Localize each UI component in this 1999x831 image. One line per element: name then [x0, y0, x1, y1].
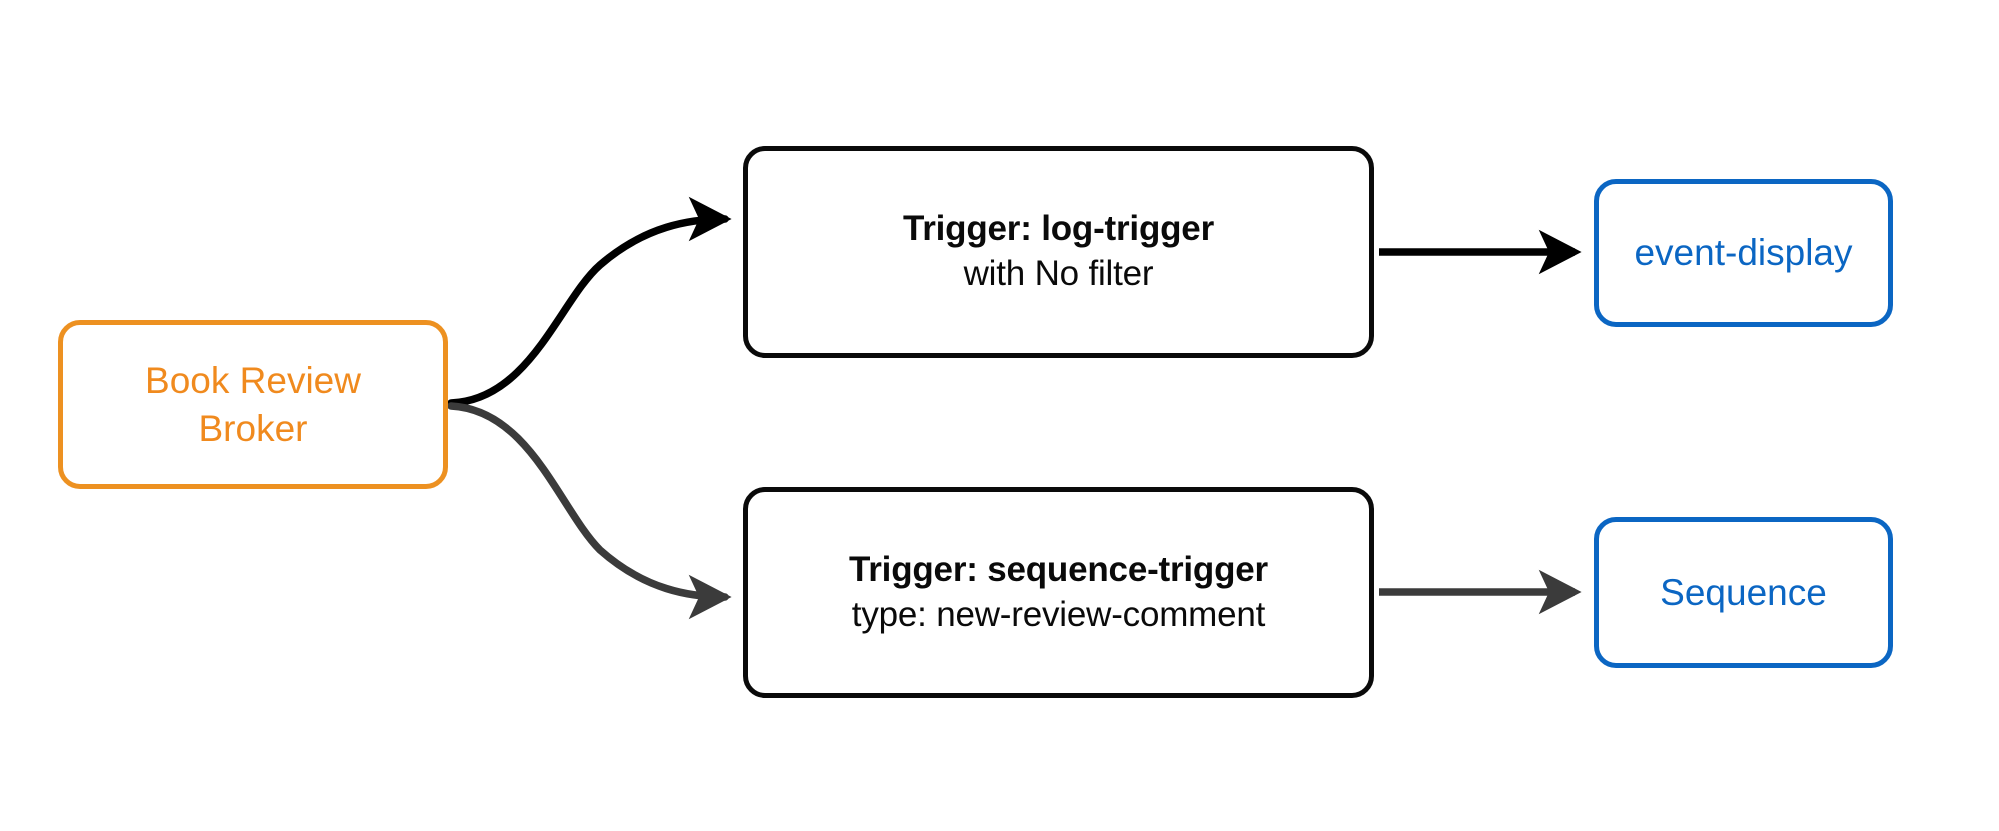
node-sink-sequence[interactable]: Sequence — [1594, 517, 1893, 668]
node-book-review-broker[interactable]: Book Review Broker — [58, 320, 448, 489]
trigger-sequence-subtitle: type: new-review-comment — [851, 594, 1266, 634]
node-trigger-log-trigger[interactable]: Trigger: log-trigger with No filter — [743, 146, 1374, 358]
edge-broker-to-log-trigger — [447, 196, 732, 407]
broker-label-line1: Book Review — [145, 360, 361, 402]
trigger-log-subtitle: with No filter — [963, 254, 1154, 293]
node-sink-event-display[interactable]: event-display — [1594, 179, 1893, 327]
trigger-sequence-title: Trigger: sequence-trigger — [849, 549, 1268, 589]
sink-sequence-label: Sequence — [1660, 571, 1827, 613]
broker-label-line2: Broker — [198, 407, 308, 449]
edge-broker-to-sequence-trigger — [447, 402, 732, 620]
trigger-log-title: Trigger: log-trigger — [902, 209, 1214, 249]
sink-event-display-label: event-display — [1634, 232, 1853, 274]
node-trigger-sequence-trigger[interactable]: Trigger: sequence-trigger type: new-revi… — [743, 487, 1374, 698]
